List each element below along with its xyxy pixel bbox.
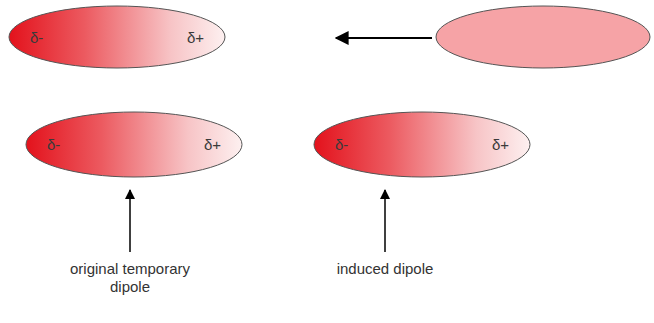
leader-arrow xyxy=(384,190,386,252)
partial-charge: δ+ xyxy=(187,29,204,46)
partial-charge: δ- xyxy=(30,29,43,46)
molecule-shape xyxy=(9,6,225,68)
dipole-molecule: δ-δ+ xyxy=(8,5,226,69)
partial-charge: δ+ xyxy=(492,136,509,153)
dipole-molecule: δ-δ+ xyxy=(25,111,243,178)
partial-charge: δ+ xyxy=(204,136,221,153)
partial-charge: δ- xyxy=(47,136,60,153)
molecule-shape xyxy=(314,112,530,177)
molecule-shape xyxy=(26,112,242,177)
leader-arrow xyxy=(129,190,131,252)
partial-charge: δ- xyxy=(335,136,348,153)
dipole-molecule: δ-δ+ xyxy=(313,111,531,178)
caption-label: induced dipole xyxy=(310,260,460,278)
caption-label: original temporary dipole xyxy=(55,260,205,296)
approach-arrow xyxy=(336,37,432,39)
approaching-molecule xyxy=(436,6,650,68)
